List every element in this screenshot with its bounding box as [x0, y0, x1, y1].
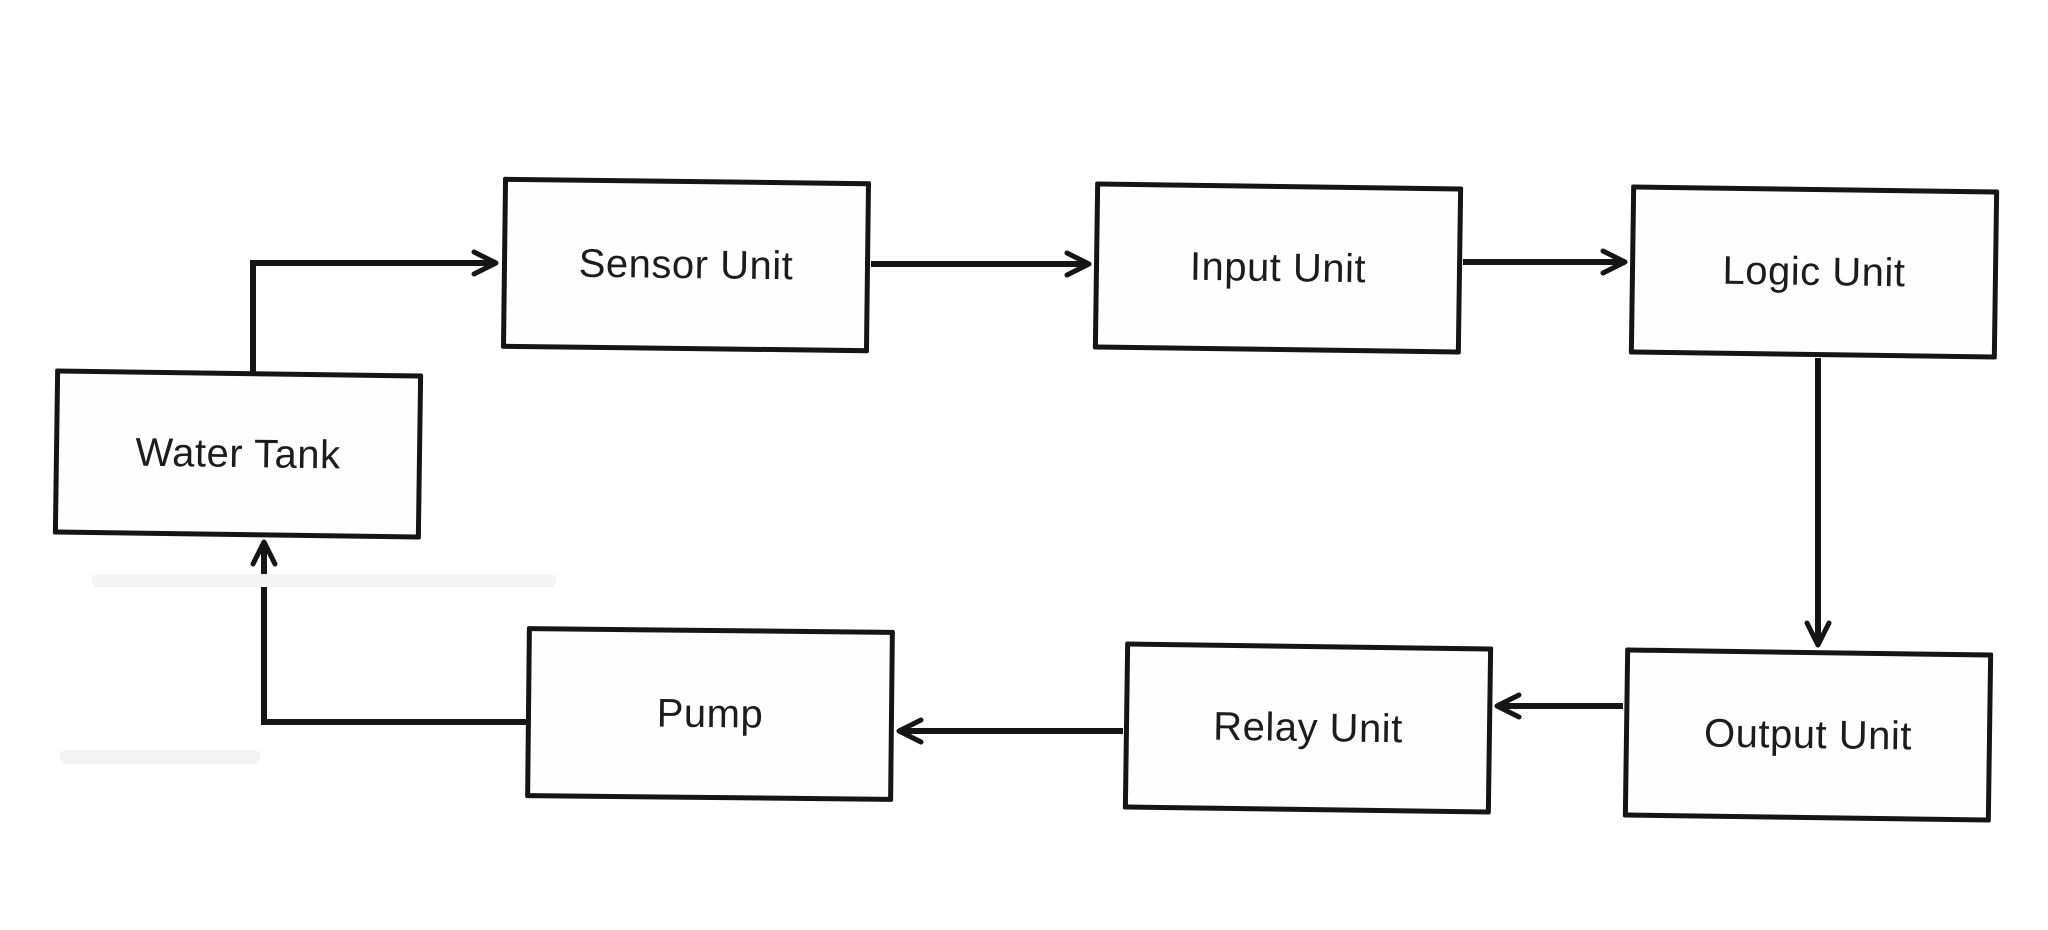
- node-output-unit-label: Output Unit: [1703, 711, 1913, 758]
- node-output-unit: Output Unit: [1622, 647, 1994, 823]
- node-sensor-unit-label: Sensor Unit: [578, 241, 794, 288]
- node-water-tank-label: Water Tank: [135, 430, 341, 477]
- node-water-tank: Water Tank: [52, 368, 424, 540]
- node-relay-unit: Relay Unit: [1122, 641, 1494, 815]
- node-pump: Pump: [525, 626, 895, 802]
- node-input-unit: Input Unit: [1092, 181, 1464, 355]
- node-pump-label: Pump: [656, 690, 764, 737]
- edge-water-tank-to-sensor-unit: [250, 249, 499, 372]
- edge-pump-to-water-tank: [250, 539, 527, 725]
- paper-smudge: [60, 750, 260, 764]
- node-logic-unit-label: Logic Unit: [1722, 248, 1906, 295]
- paper-smudge: [92, 574, 556, 587]
- node-logic-unit: Logic Unit: [1628, 184, 2000, 360]
- node-input-unit-label: Input Unit: [1189, 244, 1367, 291]
- node-relay-unit-label: Relay Unit: [1212, 704, 1404, 751]
- node-sensor-unit: Sensor Unit: [500, 176, 872, 354]
